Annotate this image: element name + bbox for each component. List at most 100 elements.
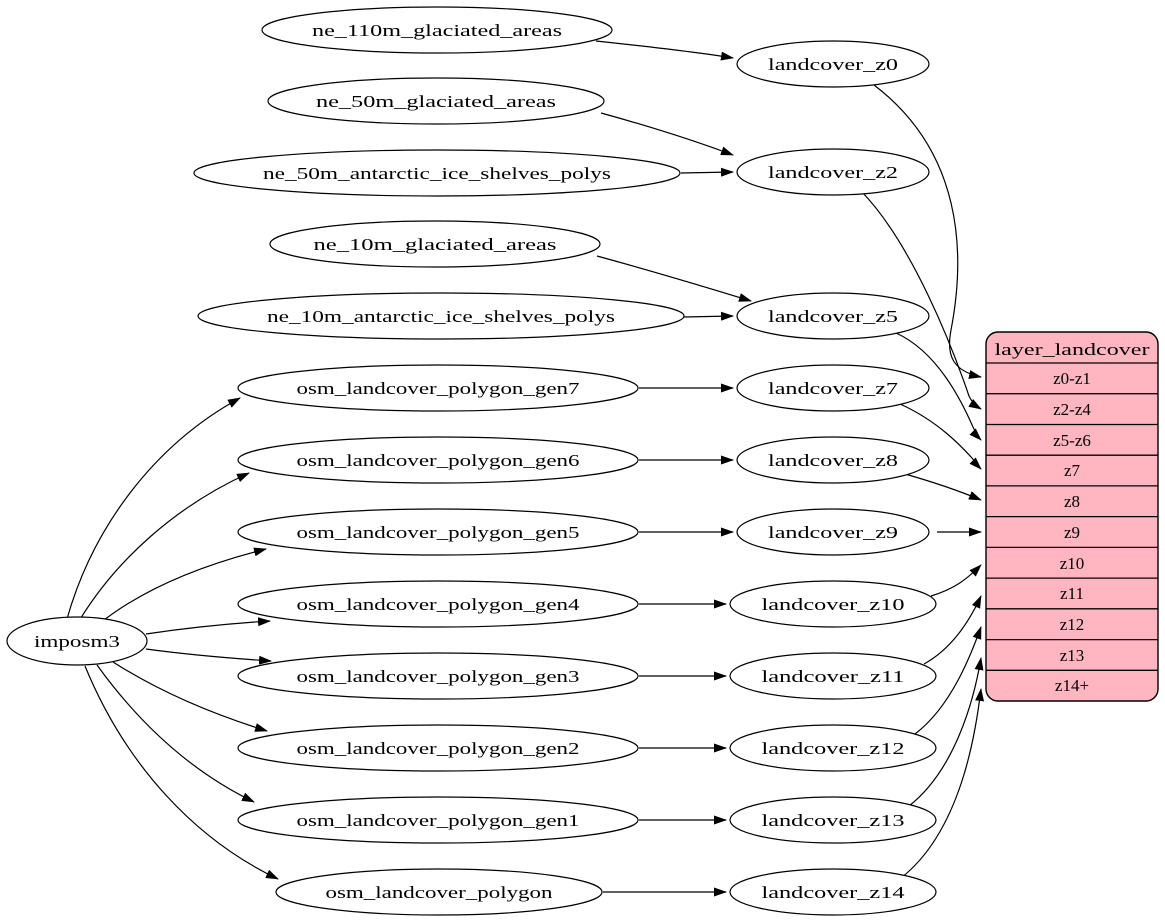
node-label: ne_50m_antarctic_ice_shelves_polys bbox=[263, 164, 611, 183]
edges-importer-to-sources bbox=[66, 397, 279, 880]
node-shape bbox=[267, 77, 605, 125]
node-ne-110m-glaciated-areas: ne_110m_glaciated_areas bbox=[261, 6, 613, 54]
node-label: landcover_z11 bbox=[762, 667, 905, 686]
node-label: osm_landcover_polygon_gen1 bbox=[297, 811, 580, 830]
node-label: ne_110m_glaciated_areas bbox=[312, 21, 562, 40]
edge-ne50m-glaciated-to-z2 bbox=[600, 112, 734, 156]
table-row-z11: z11 bbox=[1060, 584, 1084, 603]
node-shape bbox=[237, 724, 639, 772]
node-ne-10m-antarctic-ice-shelves-polys: ne_10m_antarctic_ice_shelves_polys bbox=[197, 292, 685, 340]
table-row-z5-z6: z5-z6 bbox=[1053, 431, 1091, 450]
node-imposm3-label: imposm3 bbox=[34, 632, 120, 651]
node-landcover-z13: landcover_z13 bbox=[729, 796, 937, 844]
edge-z14-to-row-z14plus bbox=[900, 688, 985, 879]
edge-ne10m-glaciated-to-z5 bbox=[596, 255, 752, 302]
node-landcover-z11: landcover_z11 bbox=[729, 652, 937, 700]
node-label: landcover_z14 bbox=[762, 883, 906, 902]
table-row-z7: z7 bbox=[1064, 461, 1081, 480]
edge-z5-to-row-z5z6 bbox=[895, 332, 982, 441]
edge-imposm3-to-gen1 bbox=[96, 664, 255, 803]
node-shape bbox=[736, 148, 930, 196]
node-shape bbox=[261, 6, 613, 54]
node-shape bbox=[237, 796, 639, 844]
node-label: osm_landcover_polygon_gen6 bbox=[297, 451, 580, 470]
node-shape bbox=[729, 724, 937, 772]
node-ne-50m-glaciated-areas: ne_50m_glaciated_areas bbox=[267, 77, 605, 125]
node-label: landcover_z0 bbox=[768, 55, 898, 74]
edge-z13-to-row-z13 bbox=[908, 657, 984, 807]
edge-imposm3-to-gen2 bbox=[112, 661, 268, 732]
node-shape bbox=[736, 436, 930, 484]
node-shape bbox=[237, 580, 639, 628]
table-row-z12: z12 bbox=[1060, 615, 1085, 634]
node-osm-landcover-polygon-gen5: osm_landcover_polygon_gen5 bbox=[237, 508, 639, 556]
node-shape bbox=[275, 868, 603, 916]
layer-landcover-table: layer_landcover z0-z1 z2-z4 z5-z6 z7 z8 … bbox=[985, 331, 1159, 702]
node-ne-50m-antarctic-ice-shelves-polys: ne_50m_antarctic_ice_shelves_polys bbox=[193, 149, 681, 197]
node-label: landcover_z12 bbox=[762, 739, 905, 758]
node-shape bbox=[736, 40, 930, 88]
node-landcover-z7: landcover_z7 bbox=[736, 364, 930, 412]
edge-imposm3-to-gen5 bbox=[98, 547, 267, 625]
node-osm-landcover-polygon-gen2: osm_landcover_polygon_gen2 bbox=[237, 724, 639, 772]
node-shape bbox=[729, 868, 937, 916]
node-imposm3: imposm3 bbox=[6, 616, 148, 666]
node-shape bbox=[736, 364, 930, 412]
edge-imposm3-to-gen7 bbox=[66, 397, 241, 620]
node-shape bbox=[269, 220, 601, 268]
node-osm-landcover-polygon-gen6: osm_landcover_polygon_gen6 bbox=[237, 436, 639, 484]
node-shape bbox=[237, 508, 639, 556]
edge-imposm3-to-gen3 bbox=[145, 648, 272, 665]
node-osm-landcover-polygon: osm_landcover_polygon bbox=[275, 868, 603, 916]
edge-z11-to-row-z11 bbox=[923, 595, 982, 665]
node-label: ne_50m_glaciated_areas bbox=[316, 92, 556, 111]
edge-z0-to-row-z0z1 bbox=[873, 84, 982, 379]
node-label: osm_landcover_polygon_gen4 bbox=[297, 595, 581, 614]
node-shape bbox=[729, 652, 937, 700]
table-row-z14plus: z14+ bbox=[1055, 676, 1089, 695]
edge-imposm3-to-gen4 bbox=[145, 617, 271, 635]
edge-z2-to-row-z2z4 bbox=[861, 191, 982, 410]
node-shape bbox=[193, 149, 681, 197]
table-row-z9: z9 bbox=[1064, 523, 1080, 542]
node-landcover-z0: landcover_z0 bbox=[736, 40, 930, 88]
table-row-z10: z10 bbox=[1060, 554, 1085, 573]
node-shape bbox=[729, 580, 937, 628]
node-landcover-z14: landcover_z14 bbox=[729, 868, 937, 916]
node-label: landcover_z10 bbox=[762, 595, 905, 614]
node-ne-10m-glaciated-areas: ne_10m_glaciated_areas bbox=[269, 220, 601, 268]
edge-ne10m-antarctic-to-z5 bbox=[683, 311, 734, 321]
node-label: osm_landcover_polygon_gen2 bbox=[297, 739, 580, 758]
edge-z10-to-row-z10 bbox=[930, 564, 982, 597]
source-nodes: ne_110m_glaciated_areas ne_50m_glaciated… bbox=[193, 6, 685, 916]
node-shape bbox=[736, 508, 930, 556]
node-landcover-z2: landcover_z2 bbox=[736, 148, 930, 196]
table-row-z0-z1: z0-z1 bbox=[1053, 369, 1091, 388]
node-label: landcover_z2 bbox=[768, 163, 898, 182]
node-shape bbox=[729, 796, 937, 844]
node-shape bbox=[736, 292, 930, 340]
node-osm-landcover-polygon-gen1: osm_landcover_polygon_gen1 bbox=[237, 796, 639, 844]
node-landcover-z8: landcover_z8 bbox=[736, 436, 930, 484]
table-row-z8: z8 bbox=[1064, 492, 1080, 511]
node-landcover-z10: landcover_z10 bbox=[729, 580, 937, 628]
node-label: ne_10m_glaciated_areas bbox=[314, 235, 557, 254]
node-label: landcover_z7 bbox=[768, 379, 899, 398]
node-label: landcover_z13 bbox=[762, 811, 905, 830]
edge-z12-to-row-z12 bbox=[914, 626, 982, 735]
node-osm-landcover-polygon-gen3: osm_landcover_polygon_gen3 bbox=[237, 652, 639, 700]
edge-imposm3-to-polygon bbox=[84, 665, 279, 880]
node-osm-landcover-polygon-gen7: osm_landcover_polygon_gen7 bbox=[237, 364, 639, 412]
node-label: landcover_z9 bbox=[768, 523, 898, 542]
edge-ne110m-to-z0 bbox=[595, 40, 734, 61]
edge-z8-to-row-z8 bbox=[904, 473, 982, 501]
table-row-z13: z13 bbox=[1060, 646, 1085, 665]
node-landcover-z9: landcover_z9 bbox=[736, 508, 930, 556]
edges-sources-to-views bbox=[595, 40, 752, 897]
table-row-z2-z4: z2-z4 bbox=[1053, 400, 1091, 419]
node-label: landcover_z8 bbox=[768, 451, 898, 470]
node-label: osm_landcover_polygon bbox=[326, 883, 554, 902]
node-label: osm_landcover_polygon_gen7 bbox=[297, 379, 581, 398]
edges-views-to-table bbox=[861, 84, 985, 879]
